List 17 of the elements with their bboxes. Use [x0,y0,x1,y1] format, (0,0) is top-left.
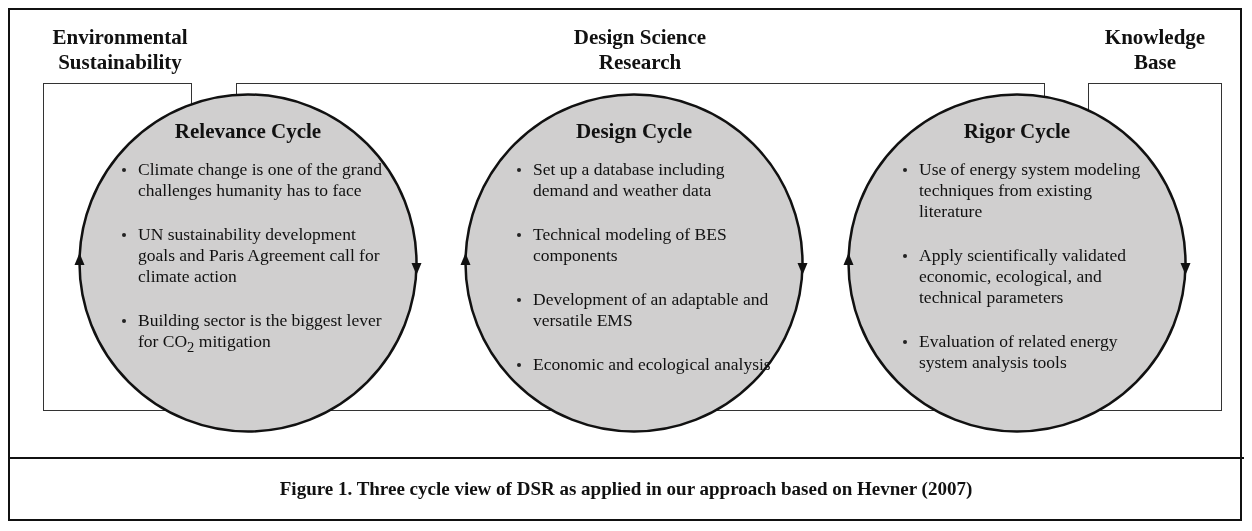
group-heading: Knowledge Base [1103,25,1207,75]
cycle-heading: Relevance Cycle [174,119,322,143]
bullet-point: Set up a database including demand and weather data [533,159,726,201]
bullet-point: Building sector is the biggest lever for CO$_{2}$ mitigation [138,310,383,357]
cycle-heading: Design Cycle [575,119,693,143]
figure-caption: Figure 1. Three cycle view of DSR as applied in our approach based on Hevner (2007) [279,478,973,500]
bullet-point: Economic and ecological analysis [533,354,772,375]
bullet-point: Apply scientifically validated economic, ecological, and technical parameters [919,245,1128,308]
bullet-point: Technical modeling of BES components [533,224,728,266]
bullet-point: Evaluation of related energy system analysis tools [919,331,1119,373]
bullet-point: UN sustainability development goals and Paris Agreement call for climate action [138,224,381,287]
bullet-point: Use of energy system modeling techniques from existing literature [919,159,1142,222]
bullet-point: Development of an adaptable and versatile EMS [533,289,770,331]
bullet-point: Climate change is one of the grand challenges humanity has to face [138,159,383,201]
cycle-heading: Rigor Cycle [963,119,1071,143]
group-heading: Design Science Research [572,25,708,75]
group-heading: Environmental Sustainability [51,25,189,75]
